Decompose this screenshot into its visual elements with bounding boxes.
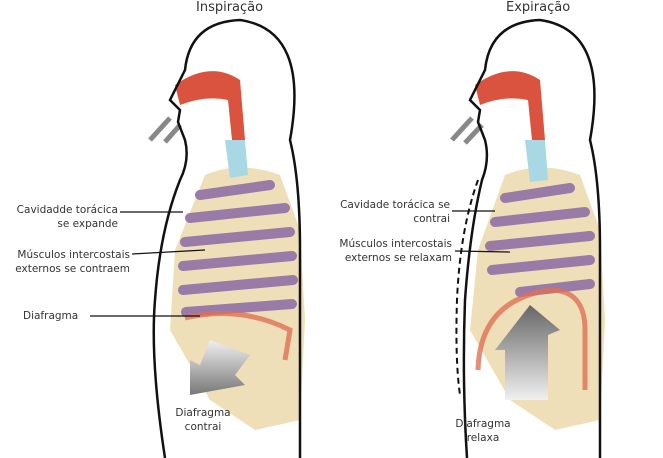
lungs [178,180,298,317]
label-line: contrai [184,421,222,433]
airway [475,71,545,140]
inspiration-title: Inspiração [196,0,264,15]
expiration-title: Expiração [506,0,571,15]
diaphragm-up-arrow-icon [495,305,560,400]
label-line: relaxa [466,432,500,444]
label-line: Diafragma [455,418,511,430]
label-line: externos se contraem [15,263,130,275]
air-in-arrows-icon [148,116,182,144]
body-outline [152,18,302,458]
expanded-outline-dashed [455,179,479,396]
expiration-cavity-label: Cavidade torácica se contrai [340,198,450,226]
label-line: Cavidadde torácica [16,204,118,216]
inspiration-diaphragm-action-label: Diafragma contrai [168,406,238,434]
expiration-muscles-label: Músculos intercostais externos se relaxa… [339,237,452,265]
label-line: Diafragma [175,407,231,419]
trachea [525,140,548,182]
diaphragm-down-arrow-icon [190,340,250,395]
trachea [225,140,248,178]
airway [175,71,245,140]
label-line: Músculos intercostais [339,238,452,250]
expiration-diaphragm-action-label: Diafragma relaxa [448,417,518,445]
label-line: Músculos intercostais [17,249,130,261]
inspiration-cavity-label: Cavidadde torácica se expande [17,203,118,231]
expiration-figure [450,18,605,458]
label-line: Cavidade torácica se [340,199,450,211]
label-line: se expande [57,218,118,230]
inspiration-muscles-label: Músculos intercostais externos se contra… [15,248,130,276]
muscles-leader [454,250,511,253]
body-outline [462,18,602,458]
muscles-leader [131,249,206,255]
inspiration-figure [90,18,305,458]
inspiration-diaphragm-label: Diafragma [23,310,79,322]
diaphragm-muscle [475,287,588,390]
label-line: contrai [413,213,450,225]
label-line: externos se relaxam [344,252,452,264]
